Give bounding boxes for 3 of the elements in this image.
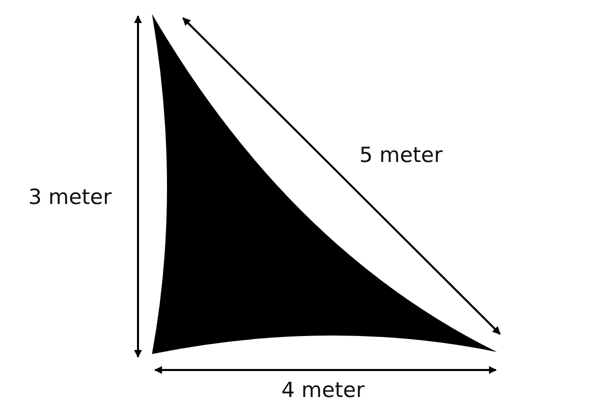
dimension-label: 3 meter — [28, 185, 112, 209]
dimension-label: 5 meter — [359, 143, 443, 167]
dimension-label: 4 meter — [281, 378, 365, 402]
